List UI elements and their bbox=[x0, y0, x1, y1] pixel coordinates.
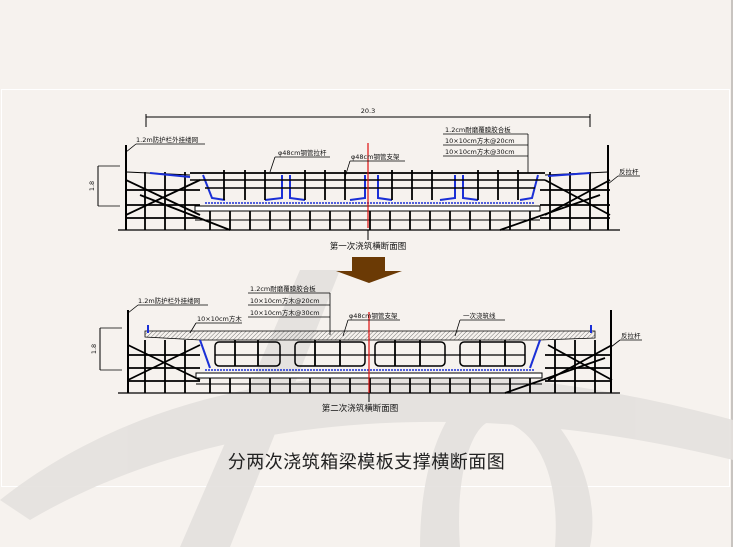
first-pour-section: 20.3 1.8 bbox=[88, 107, 640, 252]
width-dimension: 20.3 bbox=[361, 107, 375, 115]
drawing-frame bbox=[1, 89, 730, 487]
page-edge bbox=[731, 0, 733, 547]
steel-support-label-2: φ48cm钢管支架 bbox=[349, 311, 398, 320]
first-pour-line-label: 一次浇筑线 bbox=[463, 311, 496, 320]
steel-support-label: φ48cm钢管支架 bbox=[351, 152, 400, 161]
plywood-label: 1.2cm耐磨覆膜胶合板 bbox=[445, 125, 511, 134]
timber-20-label-2: 10×10cm方木@20cm bbox=[250, 296, 320, 305]
plywood-label-2: 1.2cm耐磨覆膜胶合板 bbox=[250, 284, 316, 293]
down-arrow-icon bbox=[336, 257, 402, 283]
second-section-caption: 第二次浇筑横断面图 bbox=[322, 403, 399, 414]
timber-30-label: 10×10cm方木@30cm bbox=[445, 147, 515, 156]
height-dimension-2: 1.8 bbox=[90, 344, 98, 354]
height-dimension: 1.8 bbox=[88, 181, 96, 191]
back-tie-label: 反拉杆 bbox=[619, 167, 639, 176]
timber-square-label: 10×10cm方木 bbox=[197, 314, 242, 323]
timber-30-label-2: 10×10cm方木@30cm bbox=[250, 308, 320, 317]
guardrail-label-2: 1.2m防护栏外挂缕网 bbox=[138, 296, 200, 305]
timber-20-label: 10×10cm方木@20cm bbox=[445, 136, 515, 145]
tie-rod-label: φ48cm钢管拉杆 bbox=[278, 148, 327, 157]
diagram-title: 分两次浇筑箱梁模板支撑横断面图 bbox=[227, 452, 506, 473]
first-section-caption: 第一次浇筑横断面图 bbox=[330, 241, 407, 252]
second-pour-section: 1.8 bbox=[90, 284, 642, 414]
back-tie-label-2: 反拉杆 bbox=[621, 331, 641, 340]
guardrail-label: 1.2m防护栏外挂缕网 bbox=[136, 135, 198, 144]
